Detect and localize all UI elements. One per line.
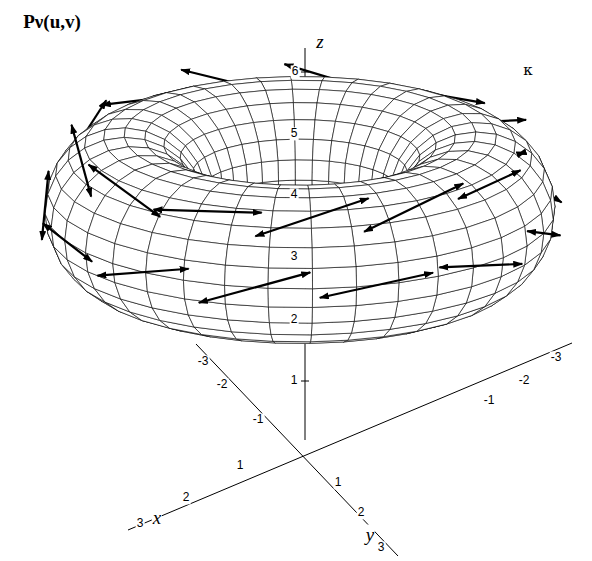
mesh-cell [433,228,472,256]
mesh-cell [312,160,329,181]
tick-label: 2 [182,491,191,504]
vector-arrow [518,152,526,154]
tick-label: 3 [136,517,145,530]
mesh-cell [310,196,348,211]
mesh-cell [269,228,312,248]
front-arrows [42,125,561,303]
tick-label: 5 [290,127,299,140]
mesh-cell [309,188,344,198]
back-arrows [52,64,562,202]
mesh-cell [278,160,295,181]
mesh-cell [266,89,294,103]
mesh-cell [268,288,312,307]
mesh-cell [261,80,292,90]
mesh-cell [271,334,311,341]
mesh-cell [225,245,269,268]
vector-arrow [255,198,368,236]
vector-arrow [43,223,92,261]
mesh-cell [295,160,312,181]
vector-arrow [527,231,560,235]
tick-label: -3 [550,351,563,364]
mesh-cell [395,236,437,263]
tick-label: 6 [291,65,300,78]
vector-arrow [458,170,521,199]
vector-arrow [153,210,261,213]
x-axis [128,343,572,530]
mesh-cell [311,210,352,229]
tick-label: 1 [334,476,343,489]
mesh-cell [312,139,331,161]
tick-label: 2 [357,506,366,519]
axis-name: x [152,508,162,529]
mesh-cell [185,240,228,265]
mesh-cell [246,162,262,185]
vector-arrow [89,165,161,217]
mesh-cell [147,233,188,260]
mesh-cell [312,246,356,268]
tick-label: -2 [216,378,229,391]
mesh-cell [311,227,354,248]
tick-mark [301,381,309,382]
mesh-cell [268,247,312,268]
tick-label: 3 [290,250,299,263]
mesh-cell [261,161,278,183]
coordinate-axes [128,48,572,556]
tick-label: 3 [377,541,386,554]
tick-label: 2 [290,313,299,326]
mesh-cell [312,267,356,289]
mesh-cell [466,218,501,248]
curve-label: κ [522,62,533,79]
torus-surface [45,77,555,344]
mesh-cell [115,224,152,253]
vector-arrow [97,269,188,276]
y-axis [196,344,398,556]
vector-arrow [320,273,433,298]
mesh-cell [258,140,278,162]
tick-label: 1 [236,459,245,472]
tick-label: -2 [518,374,531,387]
vector-arrow [439,264,522,268]
axis-name: y [365,525,375,546]
axis-name: z [315,32,324,53]
field-label: Pν(u,v) [22,12,82,33]
mesh-cell [311,321,354,335]
vector-arrow [42,171,49,240]
mesh-cell [88,213,121,243]
mesh-cell [291,80,322,89]
tick-label: 4 [290,188,299,201]
mesh-cell [329,161,346,183]
vector-arrow [199,272,311,302]
vector-arrow [71,125,91,197]
tick-label: 1 [290,374,299,387]
tick-label: -1 [483,394,496,407]
mesh-cell [276,139,295,160]
mesh-cell [293,103,317,120]
tick-label: -1 [252,413,265,426]
mesh-cell [354,242,398,267]
mesh-cell [312,306,356,324]
mesh-cell [270,103,294,121]
mesh-cell [292,89,319,103]
mesh-cell [225,285,269,307]
tick-label: -3 [197,355,210,368]
vector-arrow [364,184,463,232]
mesh-cell [295,139,314,160]
mesh-cell [228,225,271,247]
